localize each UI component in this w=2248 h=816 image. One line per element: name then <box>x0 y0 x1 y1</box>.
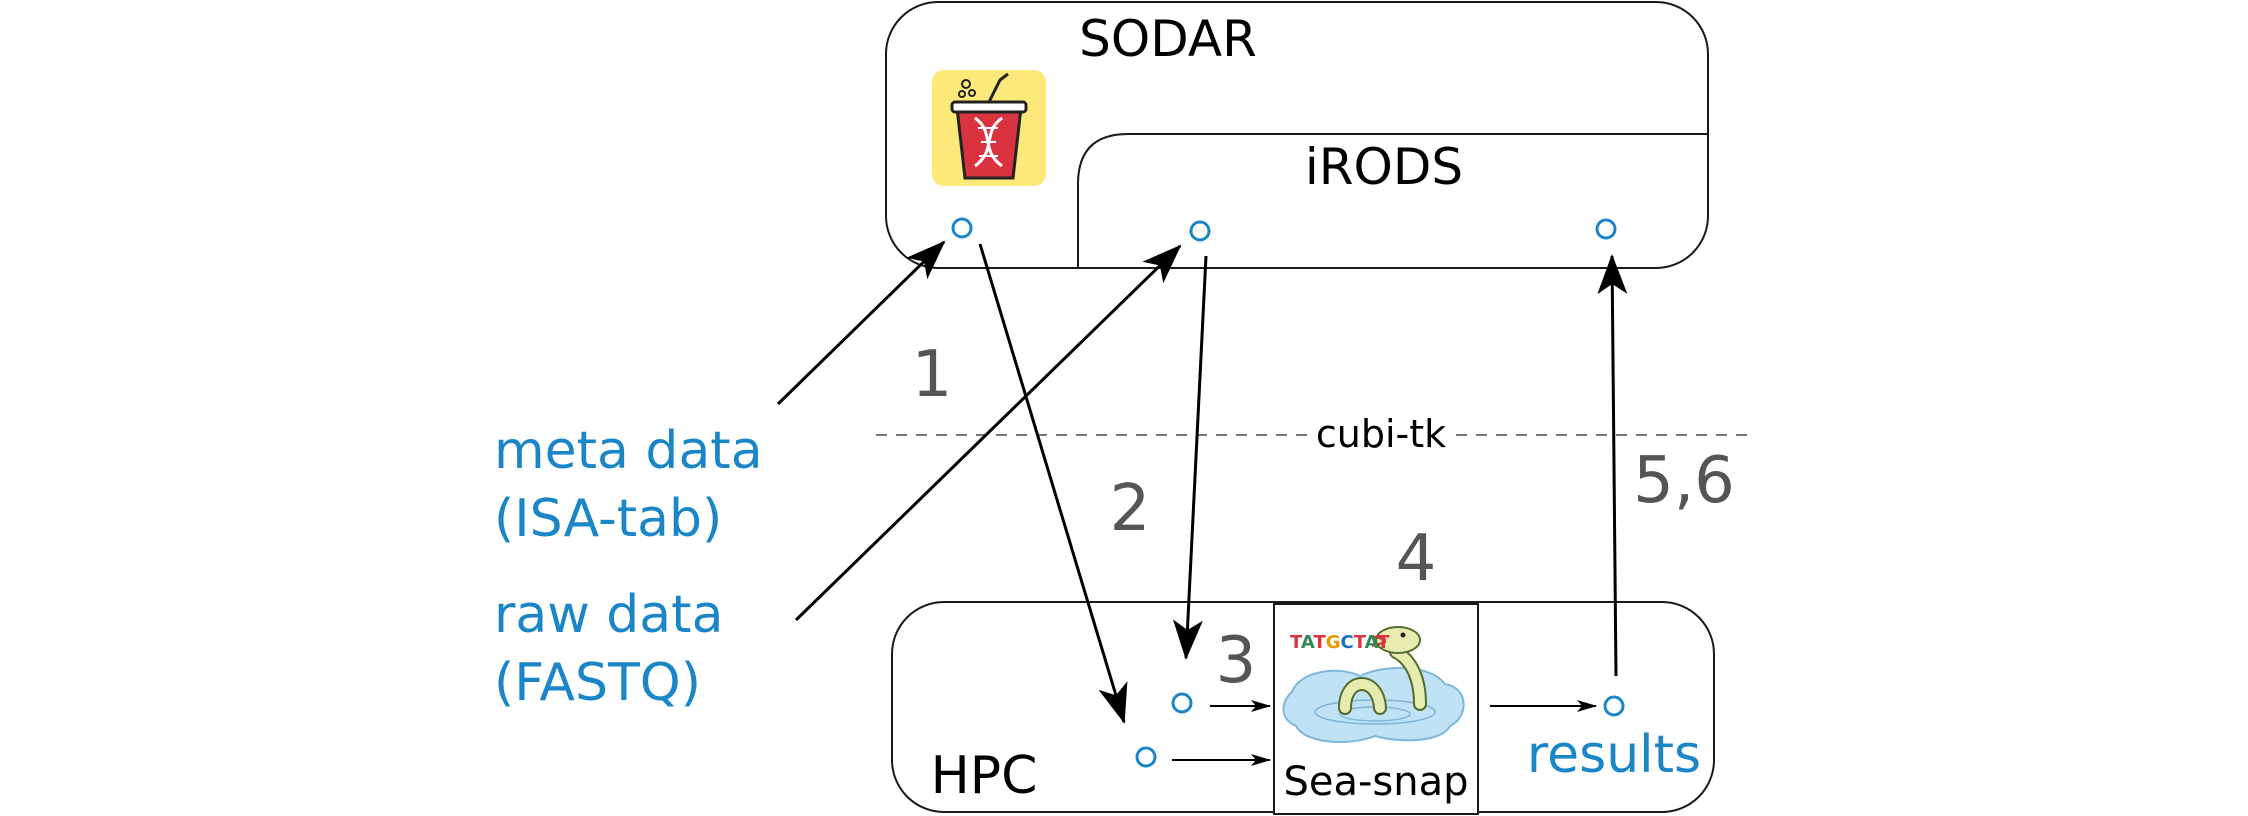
meta-data-format-label: (ISA-tab) <box>494 489 722 549</box>
sodar-port <box>951 217 973 239</box>
cup-dna-logo-icon <box>932 70 1046 186</box>
cubitk-label: cubi-tk <box>1316 412 1446 456</box>
step-1-label: 1 <box>912 338 953 412</box>
arrow-meta-upload <box>776 240 946 406</box>
irods-input-port <box>1189 220 1211 242</box>
step-5-6-label: 5,6 <box>1633 444 1735 518</box>
irods-title: iRODS <box>1305 138 1463 196</box>
step-4-label: 4 <box>1396 522 1437 596</box>
results-label: results <box>1527 725 1701 785</box>
arrow-meta-download <box>978 243 1128 724</box>
raw-data-format-label: (FASTQ) <box>494 653 701 713</box>
irods-box <box>1077 133 1708 268</box>
raw-data-label: raw data <box>494 585 723 645</box>
seasnap-label: Sea-snap <box>1283 759 1468 805</box>
step-3-label: 3 <box>1216 624 1257 698</box>
hpc-results-port <box>1603 695 1625 717</box>
arrow-raw-download <box>1172 255 1208 660</box>
arrow-raw-upload <box>794 244 1182 622</box>
hpc-meta-port <box>1135 746 1157 768</box>
hpc-title: HPC <box>931 746 1038 806</box>
meta-data-label: meta data <box>494 421 763 481</box>
hpc-raw-port <box>1171 692 1193 714</box>
arrow-results-upload <box>1597 254 1628 677</box>
sodar-title: SODAR <box>1079 10 1257 68</box>
step-2-label: 2 <box>1110 472 1151 546</box>
sea-serpent-icon <box>1282 626 1465 743</box>
irods-results-port <box>1595 218 1617 240</box>
seasnap-dna-sequence: TATGCTAT <box>1290 632 1390 653</box>
